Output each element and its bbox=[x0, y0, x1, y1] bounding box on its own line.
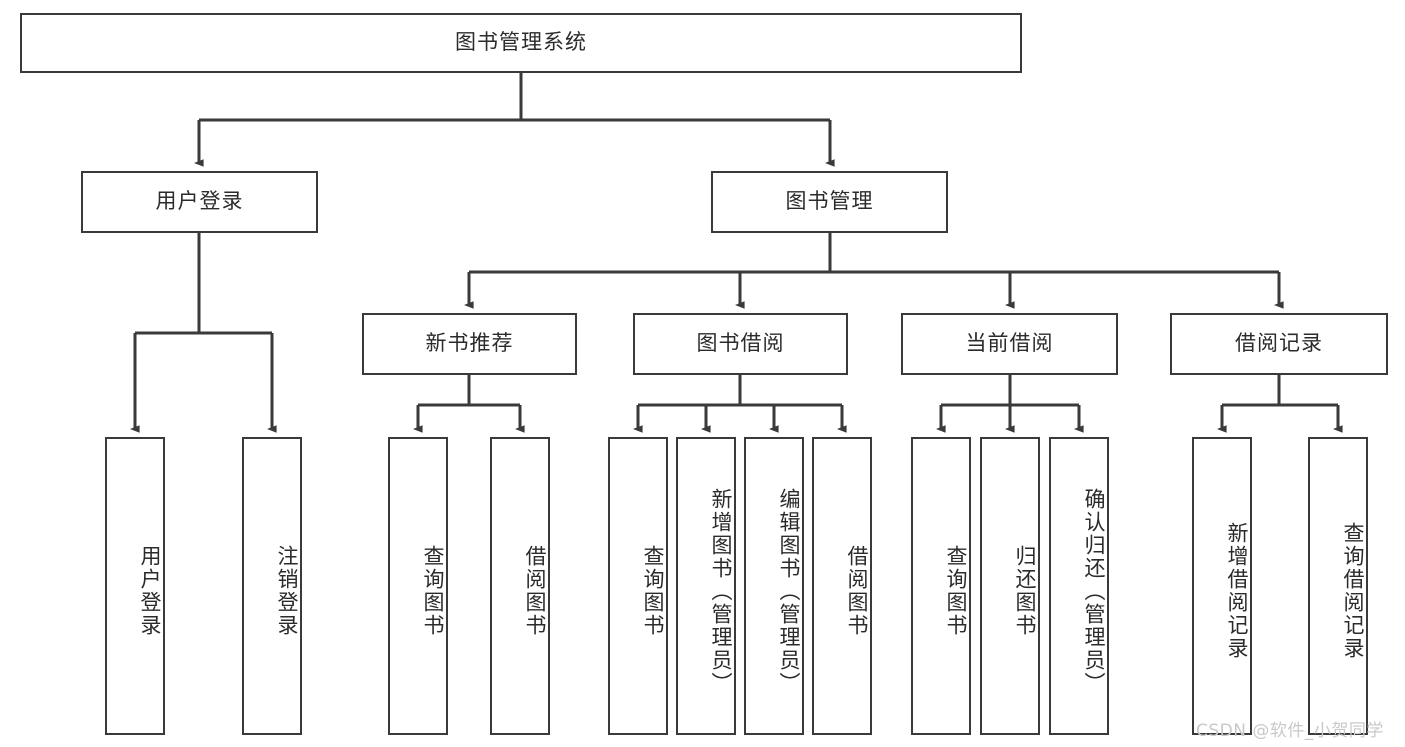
leaf-borrow-query-book-label: 查询图书 bbox=[641, 545, 665, 637]
node-book-borrow-label: 图书借阅 bbox=[696, 331, 785, 356]
node-user-login[interactable]: 用户登录 bbox=[81, 171, 318, 233]
node-book-management-label: 图书管理 bbox=[785, 189, 874, 214]
node-new-book-recommend-label: 新书推荐 bbox=[425, 331, 514, 356]
leaf-newrec-query-book[interactable]: 查询图书 bbox=[388, 437, 448, 735]
leaf-newrec-borrow-book-label: 借阅图书 bbox=[523, 545, 547, 637]
node-root-label: 图书管理系统 bbox=[455, 30, 587, 55]
leaf-current-return-book[interactable]: 归还图书 bbox=[980, 437, 1040, 735]
leaf-user-logout-label: 注销登录 bbox=[275, 545, 299, 637]
leaf-borrow-borrow-book[interactable]: 借阅图书 bbox=[812, 437, 872, 735]
leaf-borrow-add-book-label: 新增图书（管理员） bbox=[709, 487, 733, 695]
leaf-records-add-record[interactable]: 新增借阅记录 bbox=[1192, 437, 1252, 735]
leaf-records-add-record-label: 新增借阅记录 bbox=[1225, 522, 1249, 660]
leaf-user-logout[interactable]: 注销登录 bbox=[242, 437, 302, 735]
leaf-user-login[interactable]: 用户登录 bbox=[105, 437, 165, 735]
leaf-records-query-record[interactable]: 查询借阅记录 bbox=[1308, 437, 1368, 735]
leaf-current-return-book-label: 归还图书 bbox=[1013, 545, 1037, 637]
leaf-borrow-add-book[interactable]: 新增图书（管理员） bbox=[676, 437, 736, 735]
node-book-management[interactable]: 图书管理 bbox=[711, 171, 948, 233]
leaf-current-query-book[interactable]: 查询图书 bbox=[911, 437, 971, 735]
leaf-borrow-edit-book-label: 编辑图书（管理员） bbox=[777, 487, 801, 695]
node-current-borrow-label: 当前借阅 bbox=[965, 331, 1054, 356]
node-new-book-recommend[interactable]: 新书推荐 bbox=[362, 313, 577, 375]
leaf-newrec-borrow-book[interactable]: 借阅图书 bbox=[490, 437, 550, 735]
leaf-borrow-borrow-book-label: 借阅图书 bbox=[845, 545, 869, 637]
leaf-records-query-record-label: 查询借阅记录 bbox=[1341, 522, 1365, 660]
node-borrow-records-label: 借阅记录 bbox=[1235, 331, 1323, 356]
leaf-borrow-query-book[interactable]: 查询图书 bbox=[608, 437, 668, 735]
csdn-watermark: CSDN @软件_小贺同学 bbox=[1196, 721, 1384, 741]
leaf-borrow-edit-book[interactable]: 编辑图书（管理员） bbox=[744, 437, 804, 735]
leaf-user-login-label: 用户登录 bbox=[138, 545, 162, 637]
leaf-current-confirm-return-label: 确认归还（管理员） bbox=[1082, 487, 1106, 695]
leaf-newrec-query-book-label: 查询图书 bbox=[421, 545, 445, 637]
node-book-borrow[interactable]: 图书借阅 bbox=[633, 313, 848, 375]
node-user-login-label: 用户登录 bbox=[155, 189, 244, 214]
node-borrow-records[interactable]: 借阅记录 bbox=[1170, 313, 1388, 375]
leaf-current-query-book-label: 查询图书 bbox=[944, 545, 968, 637]
leaf-current-confirm-return[interactable]: 确认归还（管理员） bbox=[1049, 437, 1109, 735]
node-current-borrow[interactable]: 当前借阅 bbox=[901, 313, 1118, 375]
node-root[interactable]: 图书管理系统 bbox=[20, 13, 1022, 73]
